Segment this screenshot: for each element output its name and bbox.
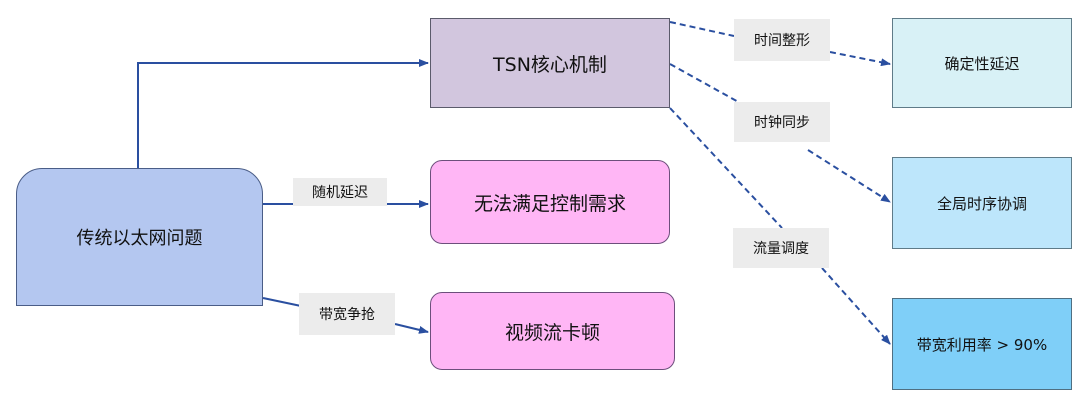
node-global-timing-coordination: 全局时序协调 (892, 157, 1072, 249)
edge-tsn-to-time-shaping (669, 21, 735, 37)
node-deterministic-latency: 确定性延迟 (892, 18, 1072, 108)
edge-traffic-to-bandwidth (821, 267, 891, 345)
edge-label-traffic-scheduling: 流量调度 (733, 228, 829, 268)
edge-contend-to-video (394, 323, 429, 334)
edge-problem-to-video (262, 297, 302, 307)
node-bandwidth-utilization: 带宽利用率 > 90% (892, 298, 1072, 390)
edge-label-clock-sync: 时钟同步 (734, 102, 830, 142)
node-tsn-core-mechanism: TSN核心机制 (430, 18, 670, 108)
edge-label-random-delay: 随机延迟 (293, 178, 387, 206)
edge-label-bandwidth-contention: 带宽争抢 (299, 293, 395, 335)
edge-time-shaping-to-deterministic (829, 51, 891, 67)
edge-problem-to-tsn (137, 59, 429, 168)
edge-label-time-shaping: 时间整形 (734, 19, 830, 61)
node-traditional-ethernet-problem: 传统以太网问题 (16, 168, 263, 306)
node-cannot-meet-control: 无法满足控制需求 (430, 160, 670, 244)
node-video-stutter: 视频流卡顿 (430, 292, 675, 370)
edge-tsn-to-traffic (669, 107, 783, 229)
edge-clock-sync-to-global (807, 149, 891, 203)
edge-tsn-to-clock-sync (669, 63, 743, 105)
